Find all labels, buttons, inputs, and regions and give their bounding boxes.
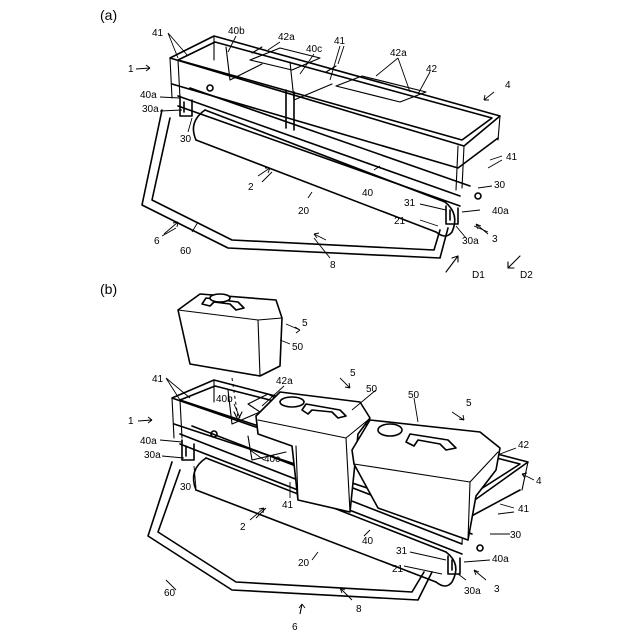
label-b-41-right: 41 [518, 504, 530, 515]
label-a-3: 3 [492, 234, 498, 245]
label-a-20: 20 [298, 206, 310, 217]
label-b-6: 6 [292, 622, 298, 633]
label-b-60: 60 [164, 588, 176, 599]
label-a-41-2: 41 [334, 36, 346, 47]
label-a-30a-right: 30a [462, 236, 479, 247]
label-a-40a-right: 40a [492, 206, 509, 217]
bracket-left-b [182, 440, 194, 460]
label-a-4: 4 [505, 80, 511, 91]
bolt-right-b [477, 545, 483, 551]
label-a-2: 2 [248, 182, 254, 193]
label-b-50-right: 50 [408, 390, 420, 401]
label-b-41-mid: 41 [282, 500, 294, 511]
label-a-40: 40 [362, 188, 374, 199]
label-b-40a: 40a [140, 436, 157, 447]
container-5-right [352, 420, 500, 540]
label-a-40b: 40b [228, 26, 245, 37]
label-b-30a-right: 30a [464, 586, 481, 597]
label-a-1: 1 [128, 64, 134, 75]
label-a-40c: 40c [306, 44, 322, 55]
arrow-d2 [508, 256, 520, 268]
label-b-30a-left: 30a [144, 450, 161, 461]
label-a-d1: D1 [472, 270, 485, 281]
label-a-6: 6 [154, 236, 160, 247]
panel-b: (b) [100, 281, 542, 633]
label-b-42a: 42a [276, 376, 293, 387]
arrow-d1 [446, 256, 458, 272]
label-b-50-mid: 50 [366, 384, 378, 395]
label-b-30-right: 30 [510, 530, 522, 541]
label-b-40: 40 [362, 536, 374, 547]
label-b-8: 8 [356, 604, 362, 615]
beam-40-front [178, 96, 460, 206]
label-b-30-left: 30 [180, 482, 192, 493]
label-b-3: 3 [494, 584, 500, 595]
label-b-2: 2 [240, 522, 246, 533]
label-b-21: 21 [392, 564, 404, 575]
label-a-30a-left: 30a [142, 104, 159, 115]
label-a-41: 41 [152, 28, 164, 39]
bracket-right-b [448, 556, 460, 574]
label-b-40c: 40c [264, 454, 280, 465]
label-a-41-right: 41 [506, 152, 518, 163]
cap-middle [280, 397, 304, 407]
basket-posts [170, 36, 500, 190]
label-a-42a-2: 42a [390, 48, 407, 59]
compartment-42a-2 [336, 76, 426, 102]
label-a-42a-1: 42a [278, 32, 295, 43]
label-b-50-top: 50 [292, 342, 304, 353]
label-b-40a-right: 40a [492, 554, 509, 565]
label-b-4: 4 [536, 476, 542, 487]
panel-a: (a) [100, 7, 533, 281]
label-b-1: 1 [128, 416, 134, 427]
panel-b-tag: (b) [100, 281, 117, 297]
label-b-40b: 40b [216, 394, 233, 405]
label-b-5-mid: 5 [350, 368, 356, 379]
label-a-30-left: 30 [180, 134, 192, 145]
bolt-right [475, 193, 481, 199]
container-5-top [178, 294, 282, 376]
cap-right [378, 424, 402, 436]
label-a-30-right: 30 [494, 180, 506, 191]
label-a-d2: D2 [520, 270, 533, 281]
panel-a-tag: (a) [100, 7, 117, 23]
basket-lower-rail [172, 84, 498, 168]
label-a-60: 60 [180, 246, 192, 257]
label-b-5-right: 5 [466, 398, 472, 409]
cap-top [210, 294, 230, 302]
label-b-41: 41 [152, 374, 164, 385]
label-b-20: 20 [298, 558, 310, 569]
label-a-31: 31 [404, 198, 416, 209]
label-a-8: 8 [330, 260, 336, 271]
label-a-42: 42 [426, 64, 438, 75]
label-b-42: 42 [518, 440, 530, 451]
basket-rim-outer [170, 36, 500, 146]
label-b-31: 31 [396, 546, 408, 557]
float-2-end-right-b [436, 552, 456, 586]
frame-6-outer [142, 110, 448, 258]
label-a-21: 21 [394, 216, 406, 227]
basket-rim-inner [178, 42, 492, 140]
label-b-5-top: 5 [302, 318, 308, 329]
label-a-40a-left: 40a [140, 90, 157, 101]
bolt-left [207, 85, 213, 91]
